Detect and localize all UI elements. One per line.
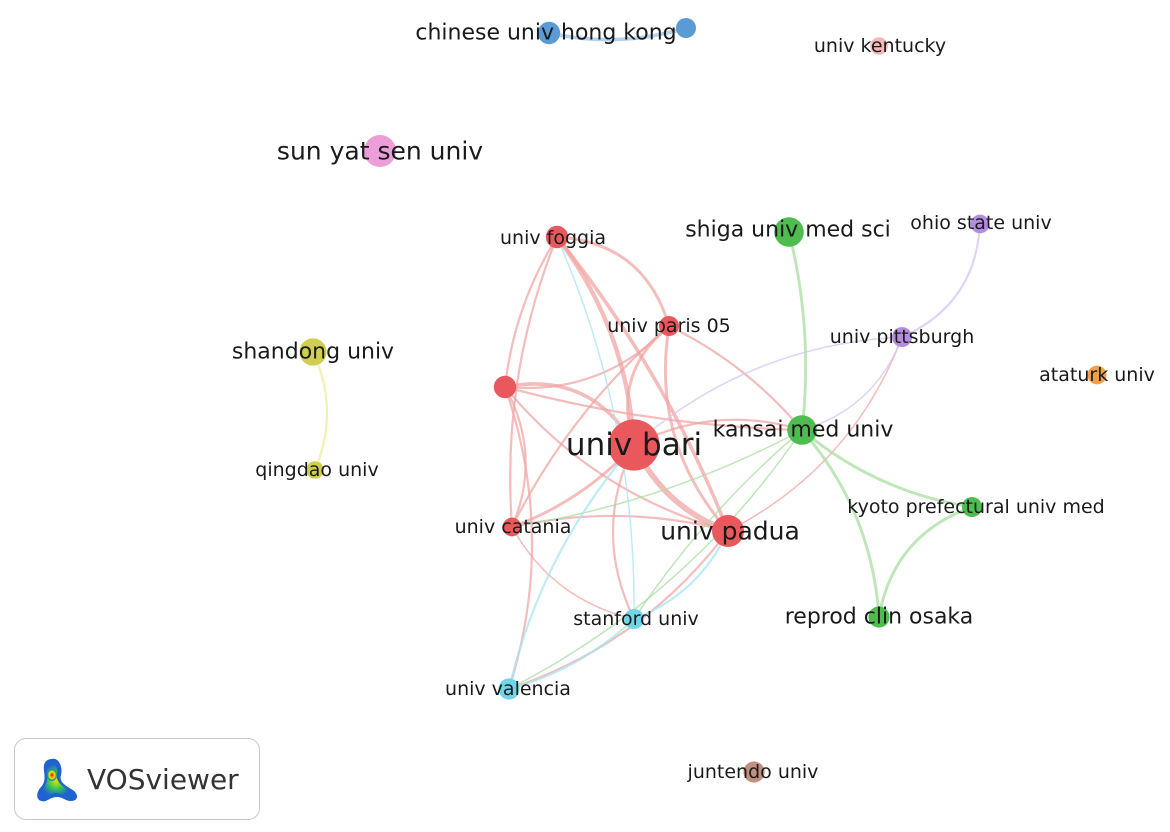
- node-univ-foggia[interactable]: [545, 225, 569, 249]
- edge-kansai-med-univ-reprod-clin-osaka: [800, 428, 881, 619]
- node-chinese-univ-hong-kong-2[interactable]: [676, 18, 696, 38]
- vosviewer-logo: VOSviewer: [14, 738, 260, 820]
- edge-univ-paris-05-kansai-med-univ: [667, 324, 804, 432]
- edge-univ-foggia-red-unlabeled: [503, 235, 559, 389]
- node-reprod-clin-osaka[interactable]: [868, 606, 890, 628]
- edge-shiga-univ-med-sci-kansai-med-univ: [787, 230, 808, 432]
- edge-stanford-univ-univ-foggia: [556, 236, 635, 620]
- edge-univ-paris-05-univ-padua: [663, 324, 730, 533]
- node-qingdao-univ[interactable]: [306, 461, 324, 479]
- node-kyoto-prefectural-univ-med[interactable]: [962, 497, 982, 517]
- edge-ohio-state-univ-univ-pittsburgh: [900, 222, 982, 339]
- node-kansai-med-univ[interactable]: [787, 415, 817, 445]
- edge-kansai-med-univ-univ-catania: [511, 429, 803, 528]
- edge-stanford-univ-univ-valencia: [507, 617, 636, 691]
- node-univ-pittsburgh[interactable]: [892, 327, 912, 347]
- edge-kansai-med-univ-univ-valencia: [508, 429, 803, 690]
- node-univ-paris-05[interactable]: [659, 316, 679, 336]
- edge-univ-foggia-univ-paris-05: [555, 235, 671, 328]
- node-univ-bari[interactable]: [608, 419, 660, 471]
- node-stanford-univ[interactable]: [624, 609, 644, 629]
- edge-shandong-univ-qingdao-univ: [311, 350, 329, 472]
- edge-stanford-univ-univ-padua: [632, 529, 730, 621]
- node-shiga-univ-med-sci[interactable]: [774, 217, 804, 247]
- vosviewer-logo-text: VOSviewer: [87, 763, 239, 796]
- edge-chinese-univ-hong-kong-chinese-univ-hong-kong-2: [547, 26, 688, 42]
- edge-univ-padua-univ-valencia: [507, 529, 730, 691]
- edge-univ-paris-05-red-unlabeled: [503, 324, 671, 390]
- edge-univ-paris-05-univ-catania: [510, 324, 671, 529]
- node-juntendo-univ[interactable]: [743, 761, 765, 783]
- vosviewer-logo-icon: [37, 758, 77, 802]
- edge-red-unlabeled-univ-catania: [503, 385, 527, 529]
- node-shandong-univ[interactable]: [299, 338, 327, 366]
- node-univ-kentucky[interactable]: [870, 37, 888, 55]
- node-ataturk-univ[interactable]: [1087, 365, 1107, 385]
- edge-kansai-med-univ-kyoto-prefectural-univ-med: [800, 428, 974, 509]
- node-univ-valencia[interactable]: [498, 678, 520, 700]
- edge-kansai-med-univ-univ-pittsburgh: [801, 336, 903, 431]
- nodes-layer: [299, 18, 1107, 783]
- edge-kyoto-prefectural-univ-med-reprod-clin-osaka: [877, 505, 974, 619]
- node-univ-padua[interactable]: [712, 515, 744, 547]
- edge-univ-foggia-univ-padua: [555, 235, 730, 533]
- edge-red-unlabeled-kansai-med-univ: [503, 385, 804, 432]
- edge-univ-pittsburgh-univ-bari: [633, 336, 903, 446]
- edge-univ-padua-univ-pittsburgh: [727, 336, 903, 532]
- node-ohio-state-univ[interactable]: [970, 214, 990, 234]
- edges-layer: [311, 26, 982, 691]
- edge-red-unlabeled-univ-padua: [503, 385, 730, 533]
- edge-univ-valencia-univ-bari: [507, 443, 636, 691]
- node-chinese-univ-hong-kong[interactable]: [537, 21, 561, 45]
- edge-univ-catania-stanford-univ: [511, 526, 635, 620]
- edge-kansai-med-univ-stanford-univ: [633, 429, 803, 620]
- node-sun-yat-sen-univ[interactable]: [364, 135, 396, 167]
- node-univ-catania[interactable]: [502, 517, 522, 537]
- edge-univ-foggia-univ-catania: [509, 235, 559, 529]
- node-red-unlabeled[interactable]: [493, 375, 517, 399]
